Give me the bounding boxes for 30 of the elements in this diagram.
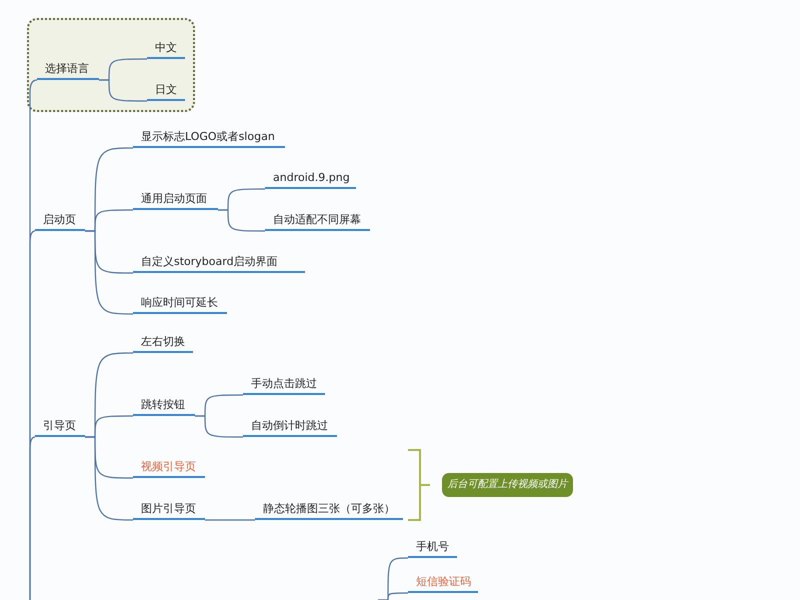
topic-label: 自动适配不同屏幕 — [265, 211, 370, 231]
branch-line — [85, 436, 133, 521]
branch-line — [85, 230, 133, 315]
topic-label: 跳转按钮 — [133, 396, 195, 416]
topic-label: android.9.png — [265, 169, 356, 189]
topic-label: 响应时间可延长 — [133, 294, 227, 314]
topic-label: 左右切换 — [133, 333, 193, 353]
branch-line — [378, 592, 408, 600]
topic-label: 自动倒计时跳过 — [243, 417, 337, 437]
topic-label: 引导页 — [35, 417, 85, 437]
topic-label: 中文 — [147, 39, 185, 59]
branch-line — [205, 519, 255, 521]
topic-label: 手动点击跳过 — [243, 375, 325, 395]
topic-label: 短信验证码 — [408, 573, 478, 593]
topic-label: 图片引导页 — [133, 500, 205, 520]
topic-label: 自定义storyboard启动界面 — [133, 253, 305, 273]
branch-line — [195, 415, 243, 438]
topic-label: 日文 — [147, 81, 185, 101]
branch-line — [218, 209, 265, 232]
branch-line — [99, 79, 147, 102]
topic-label: 启动页 — [35, 211, 85, 231]
note-box: 后台可配置上传视频或图片 — [442, 473, 573, 497]
group-frame — [27, 18, 195, 112]
topic-label: 显示标志LOGO或者slogan — [133, 128, 285, 148]
topic-label: 通用启动页面 — [133, 190, 218, 210]
topic-label: 选择语言 — [37, 60, 99, 80]
topic-label: 手机号 — [408, 538, 457, 558]
branch-line — [29, 436, 36, 600]
topic-label: 静态轮播图三张（可多张） — [255, 500, 403, 520]
topic-label: 视频引导页 — [133, 458, 205, 478]
